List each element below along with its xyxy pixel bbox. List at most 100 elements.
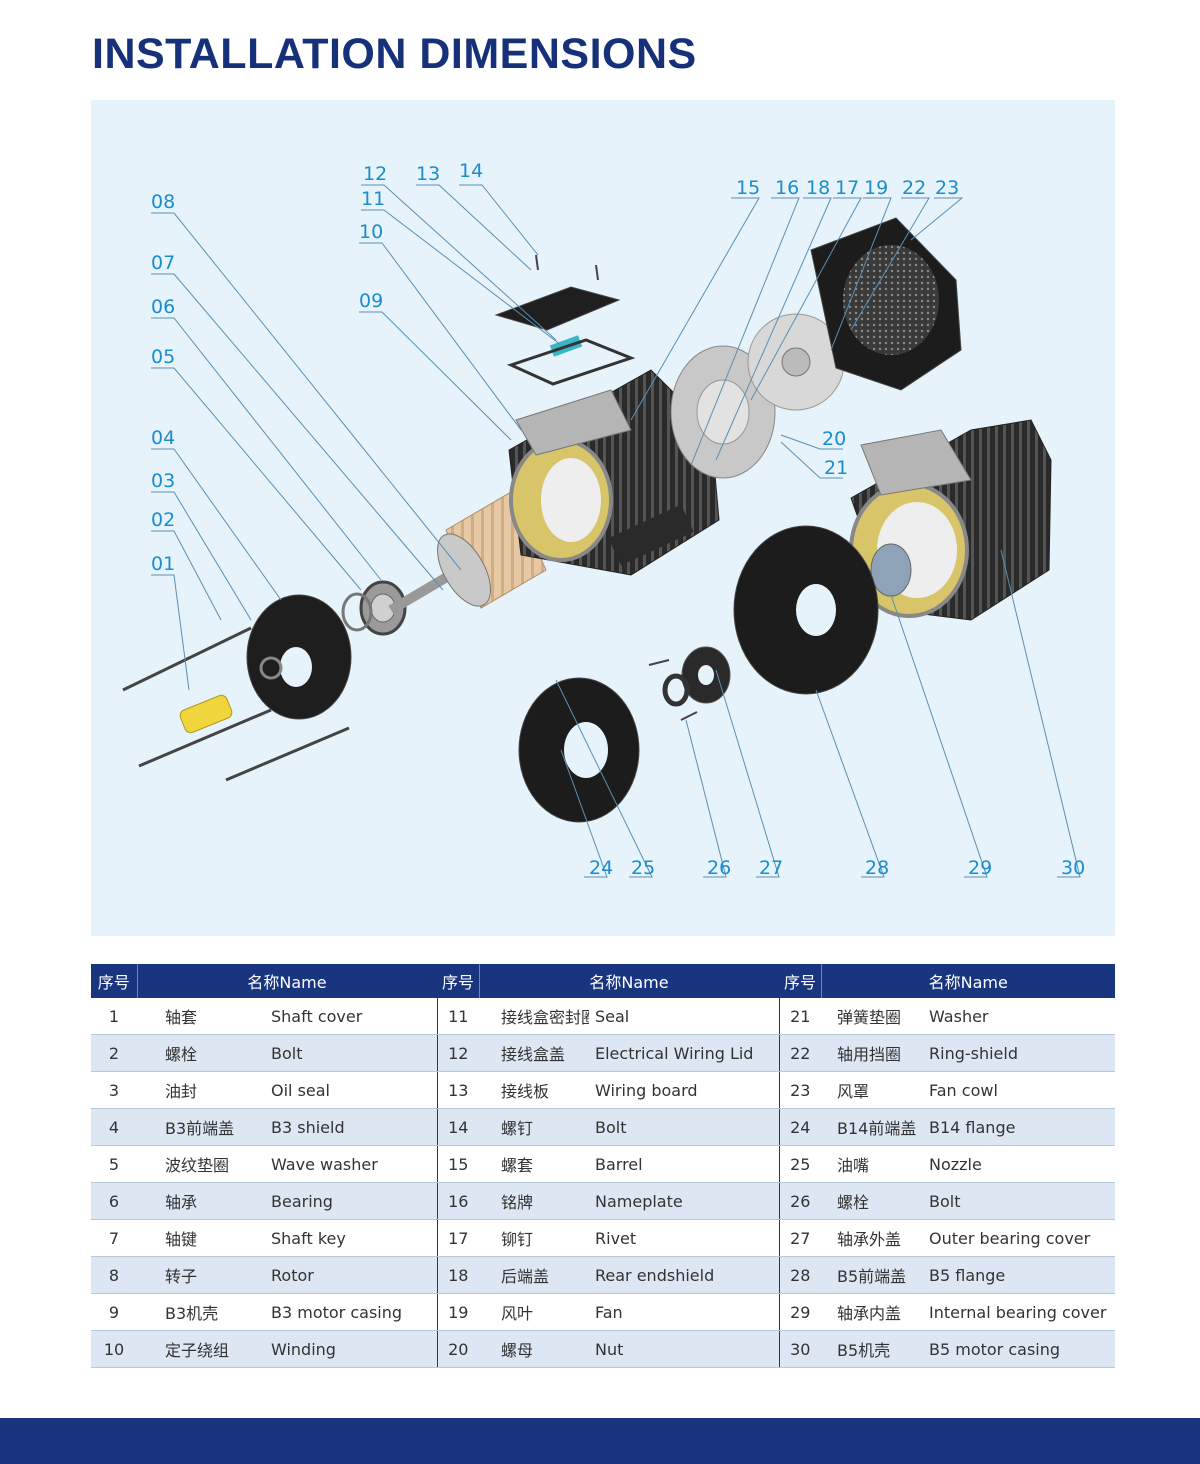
part-number-cell: 10	[91, 1330, 137, 1368]
part-name-en-cell: Fan	[589, 1293, 779, 1331]
part-number-cell: 4	[91, 1108, 137, 1146]
part-name-en-cell: Winding	[265, 1330, 437, 1368]
header-name: 名称Name	[136, 964, 437, 998]
bearing-cover-drawing	[648, 646, 731, 721]
part-name-zh-cell: 轴套	[137, 998, 265, 1035]
part-name-en-cell: Shaft key	[265, 1219, 437, 1257]
callout-18: 18	[806, 177, 830, 199]
part-name-zh-cell: 波纹垫圈	[137, 1145, 265, 1183]
callout-16: 16	[775, 177, 799, 199]
part-name-en-cell: Internal bearing cover	[923, 1293, 1115, 1331]
part-name-zh-cell: 轴键	[137, 1219, 265, 1257]
bearing-drawing	[341, 580, 407, 636]
header-no: 序号	[436, 964, 479, 998]
part-number-cell: 20	[436, 1330, 479, 1368]
part-number-cell: 26	[778, 1182, 821, 1220]
part-name-zh-cell: 接线盒盖	[479, 1034, 589, 1072]
part-name-zh-cell: 接线盒密封圈	[479, 998, 589, 1035]
header-no: 序号	[778, 964, 821, 998]
part-name-en-cell: Rotor	[265, 1256, 437, 1294]
callout-19: 19	[864, 177, 888, 199]
part-number-cell: 14	[436, 1108, 479, 1146]
part-number-cell: 15	[436, 1145, 479, 1183]
callout-25: 25	[631, 857, 655, 879]
b5-motor-casing-drawing	[849, 419, 1052, 621]
part-name-en-cell: Rivet	[589, 1219, 779, 1257]
part-name-en-cell: Wiring board	[589, 1071, 779, 1109]
part-name-zh-cell: 铆钉	[479, 1219, 589, 1257]
part-name-zh-cell: 风叶	[479, 1293, 589, 1331]
part-name-en-cell: Ring-shield	[923, 1034, 1115, 1072]
part-number-cell: 16	[436, 1182, 479, 1220]
part-number-cell: 22	[778, 1034, 821, 1072]
callout-11: 11	[361, 188, 385, 210]
part-name-en-cell: B5 flange	[923, 1256, 1115, 1294]
part-number-cell: 23	[778, 1071, 821, 1109]
terminal-lid-drawing	[494, 254, 636, 386]
callout-04: 04	[151, 427, 175, 449]
part-number-cell: 18	[436, 1256, 479, 1294]
b3-shield-drawing	[246, 594, 352, 720]
shaft-cover-drawing	[179, 694, 233, 734]
callout-26: 26	[707, 857, 731, 879]
part-name-en-cell: Nozzle	[923, 1145, 1115, 1183]
part-number-cell: 27	[778, 1219, 821, 1257]
part-number-cell: 21	[778, 998, 821, 1035]
fan-drawing	[747, 313, 845, 411]
callout-22: 22	[902, 177, 926, 199]
part-name-zh-cell: 轴用挡圈	[821, 1034, 923, 1072]
part-name-zh-cell: 螺栓	[137, 1034, 265, 1072]
part-number-cell: 5	[91, 1145, 137, 1183]
part-name-en-cell: B5 motor casing	[923, 1330, 1115, 1368]
callout-21: 21	[824, 457, 848, 479]
part-number-cell: 9	[91, 1293, 137, 1331]
part-number-cell: 17	[436, 1219, 479, 1257]
part-number-cell: 1	[91, 998, 137, 1035]
part-name-en-cell: B3 shield	[265, 1108, 437, 1146]
part-name-en-cell: Outer bearing cover	[923, 1219, 1115, 1257]
callout-03: 03	[151, 470, 175, 492]
part-name-en-cell: Shaft cover	[265, 998, 437, 1035]
part-name-en-cell: Electrical Wiring Lid	[589, 1034, 779, 1072]
part-number-cell: 13	[436, 1071, 479, 1109]
callout-15: 15	[736, 177, 760, 199]
part-name-zh-cell: 接线板	[479, 1071, 589, 1109]
part-name-en-cell: Fan cowl	[923, 1071, 1115, 1109]
part-name-en-cell: Bearing	[265, 1182, 437, 1220]
exploded-view-svg: 01 02 03 04 05 06 07 08 09 10 11 12 13 1…	[122, 160, 1085, 879]
part-name-en-cell: Barrel	[589, 1145, 779, 1183]
part-name-zh-cell: 螺栓	[821, 1182, 923, 1220]
callout-27: 27	[759, 857, 783, 879]
part-name-zh-cell: 油封	[137, 1071, 265, 1109]
part-name-zh-cell: B3前端盖	[137, 1108, 265, 1146]
part-name-en-cell: Seal	[589, 998, 779, 1035]
fan-cowl-drawing	[810, 217, 962, 391]
callout-23: 23	[935, 177, 959, 199]
callout-30: 30	[1061, 857, 1085, 879]
table-header-row: 序号 名称Name 序号 名称Name 序号 名称Name	[91, 964, 1115, 998]
part-name-zh-cell: 螺套	[479, 1145, 589, 1183]
part-name-zh-cell: 螺钉	[479, 1108, 589, 1146]
part-name-en-cell: Bolt	[265, 1034, 437, 1072]
bolt-drawing	[138, 708, 272, 768]
part-name-zh-cell: 螺母	[479, 1330, 589, 1368]
part-name-zh-cell: 转子	[137, 1256, 265, 1294]
part-number-cell: 28	[778, 1256, 821, 1294]
part-name-zh-cell: 油嘴	[821, 1145, 923, 1183]
part-name-en-cell: Bolt	[589, 1108, 779, 1146]
part-name-zh-cell: 后端盖	[479, 1256, 589, 1294]
part-name-zh-cell: 弹簧垫圈	[821, 998, 923, 1035]
b5-flange-drawing	[733, 525, 879, 695]
callout-29: 29	[968, 857, 992, 879]
part-name-en-cell: Rear endshield	[589, 1256, 779, 1294]
part-name-zh-cell: 风罩	[821, 1071, 923, 1109]
part-number-cell: 8	[91, 1256, 137, 1294]
part-name-zh-cell: B14前端盖	[821, 1108, 923, 1146]
part-number-cell: 2	[91, 1034, 137, 1072]
header-name: 名称Name	[820, 964, 1115, 998]
